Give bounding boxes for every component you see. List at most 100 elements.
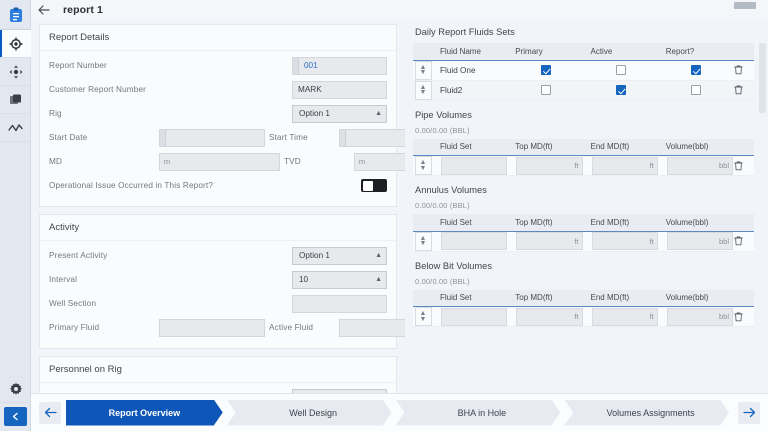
primary-cell[interactable] [508, 80, 584, 101]
delete-cell[interactable] [734, 60, 754, 81]
fluid-name-cell[interactable]: Fluid One [433, 60, 509, 81]
present-activity-select[interactable]: Option 1 ▲ [292, 246, 387, 265]
chevron-left-icon [11, 412, 20, 421]
delete-cell[interactable] [734, 306, 754, 327]
back-button[interactable] [31, 1, 57, 19]
sidebar-item-move[interactable] [0, 58, 31, 86]
fluid-set-input[interactable] [441, 307, 508, 326]
primary-checkbox[interactable] [540, 85, 551, 95]
active-checkbox[interactable] [616, 85, 627, 95]
fluid-set-cell[interactable] [433, 231, 509, 252]
report-cell[interactable] [658, 60, 734, 81]
top-bar: report 1 [31, 0, 768, 19]
wizard-step-report-overview[interactable]: Report Overview [66, 400, 223, 426]
delete-cell[interactable] [734, 231, 754, 252]
fluid-set-input[interactable] [441, 232, 508, 250]
row-reorder-cell: ▲ ▼ [413, 231, 433, 252]
top-md-cell[interactable]: ft [508, 155, 584, 176]
start-date-input[interactable] [159, 128, 265, 147]
top-md-input[interactable]: ft [516, 232, 583, 250]
fluid-name-cell[interactable]: Fluid2 [433, 80, 509, 101]
report-checkbox[interactable] [691, 85, 702, 95]
table-header-row: Fluid Name Primary Active Report? [413, 43, 754, 61]
top-md-cell[interactable]: ft [508, 231, 584, 252]
wizard-next-button[interactable] [738, 401, 760, 424]
below-bit-volumes-total: 0.00/0.00 (BBL) [415, 276, 470, 286]
end-md-cell[interactable]: ft [583, 155, 659, 176]
trash-icon[interactable] [734, 65, 754, 75]
interval-select[interactable]: 10 ▲ [292, 270, 387, 289]
primary-cell[interactable] [508, 60, 584, 81]
well-section-input[interactable] [292, 294, 387, 313]
left-rail [0, 0, 31, 431]
trash-icon[interactable] [734, 85, 754, 95]
arrow-left-icon [44, 407, 57, 418]
settings-button[interactable] [0, 375, 31, 403]
top-md-input[interactable]: ft [516, 156, 583, 175]
trash-icon[interactable] [734, 161, 754, 171]
volume-cell[interactable]: bbl [658, 231, 734, 252]
delete-cell[interactable] [734, 80, 754, 101]
present-activity-label: Present Activity [49, 251, 108, 260]
start-time-input[interactable] [339, 128, 405, 147]
report-checkbox[interactable] [691, 65, 702, 75]
end-md-input[interactable]: ft [591, 156, 658, 175]
trash-icon[interactable] [734, 236, 754, 246]
field-row-md-tvd: MD m TVD m [49, 151, 405, 172]
report-cell[interactable] [658, 80, 734, 101]
row-reorder-stepper[interactable]: ▲ ▼ [414, 231, 432, 251]
sidebar-item-target[interactable] [0, 30, 31, 58]
md-input[interactable] [174, 152, 280, 171]
wizard-step-volumes-assignments[interactable]: Volumes Assignments [564, 400, 729, 426]
fluids-sets-body: ▲ ▼ Fluid One [413, 60, 754, 101]
row-reorder-stepper[interactable]: ▲ ▼ [414, 80, 432, 100]
report-number-input[interactable]: 001 [292, 56, 387, 75]
active-fluid-input[interactable] [339, 318, 405, 337]
fluid-set-cell[interactable] [433, 306, 509, 327]
operational-issue-toggle[interactable] [361, 179, 387, 192]
active-checkbox[interactable] [616, 65, 627, 75]
row-reorder-stepper[interactable]: ▲ ▼ [414, 307, 432, 326]
top-md-cell[interactable]: ft [508, 306, 584, 327]
top-md-input[interactable]: ft [516, 307, 583, 326]
end-md-input[interactable]: ft [591, 307, 658, 326]
app-logo[interactable] [0, 0, 31, 30]
volume-cell[interactable]: bbl [658, 155, 734, 176]
volume-input[interactable]: bbl [666, 232, 733, 250]
tvd-input[interactable] [369, 152, 405, 171]
fluid-set-input[interactable] [441, 156, 508, 175]
customer-report-number-input[interactable]: MARK [292, 80, 387, 99]
row-reorder-stepper[interactable]: ▲ ▼ [414, 156, 432, 175]
fluid-set-cell[interactable] [433, 155, 509, 176]
collapse-sidebar-button[interactable] [3, 407, 27, 426]
primary-fluid-input[interactable] [159, 318, 265, 337]
below-bit-volumes-table: Fluid Set Top MD(ft) End MD(ft) Volume(b… [413, 289, 754, 327]
horizontal-scrollbar-thumb[interactable] [734, 2, 756, 9]
wizard-step-bha-in-hole[interactable]: BHA in Hole [396, 400, 561, 426]
well-section-label: Well Section [49, 299, 97, 308]
end-md-cell[interactable]: ft [583, 231, 659, 252]
end-md-input[interactable]: ft [591, 232, 658, 250]
volume-input[interactable]: bbl [666, 156, 733, 175]
wizard-step-well-design[interactable]: Well Design [227, 400, 392, 426]
active-cell[interactable] [583, 60, 659, 81]
annulus-volumes-head: Fluid Set Top MD(ft) End MD(ft) Volume(b… [413, 214, 754, 232]
trash-icon[interactable] [734, 312, 754, 322]
vertical-scrollbar-thumb[interactable] [759, 43, 766, 113]
wizard-prev-button[interactable] [39, 401, 61, 424]
rig-select[interactable]: Option 1 ▲ [292, 104, 387, 123]
sidebar-item-layers[interactable] [0, 86, 31, 114]
delete-cell[interactable] [734, 155, 754, 176]
below-bit-volumes-body: ▲ ▼ ft ft bbl [413, 306, 754, 327]
end-md-cell[interactable]: ft [583, 306, 659, 327]
col-volume: Volume(bbl) [658, 138, 734, 156]
tvd-unit: m [354, 152, 369, 171]
sidebar-item-analytics[interactable] [0, 114, 31, 142]
table-header-row: Fluid Set Top MD(ft) End MD(ft) Volume(b… [413, 289, 754, 307]
row-reorder-stepper[interactable]: ▲ ▼ [414, 60, 432, 80]
volume-input[interactable]: bbl [666, 307, 733, 326]
below-bit-volumes-title: Below Bit Volumes [415, 260, 492, 271]
primary-checkbox[interactable] [540, 65, 551, 75]
active-cell[interactable] [583, 80, 659, 101]
volume-cell[interactable]: bbl [658, 306, 734, 327]
